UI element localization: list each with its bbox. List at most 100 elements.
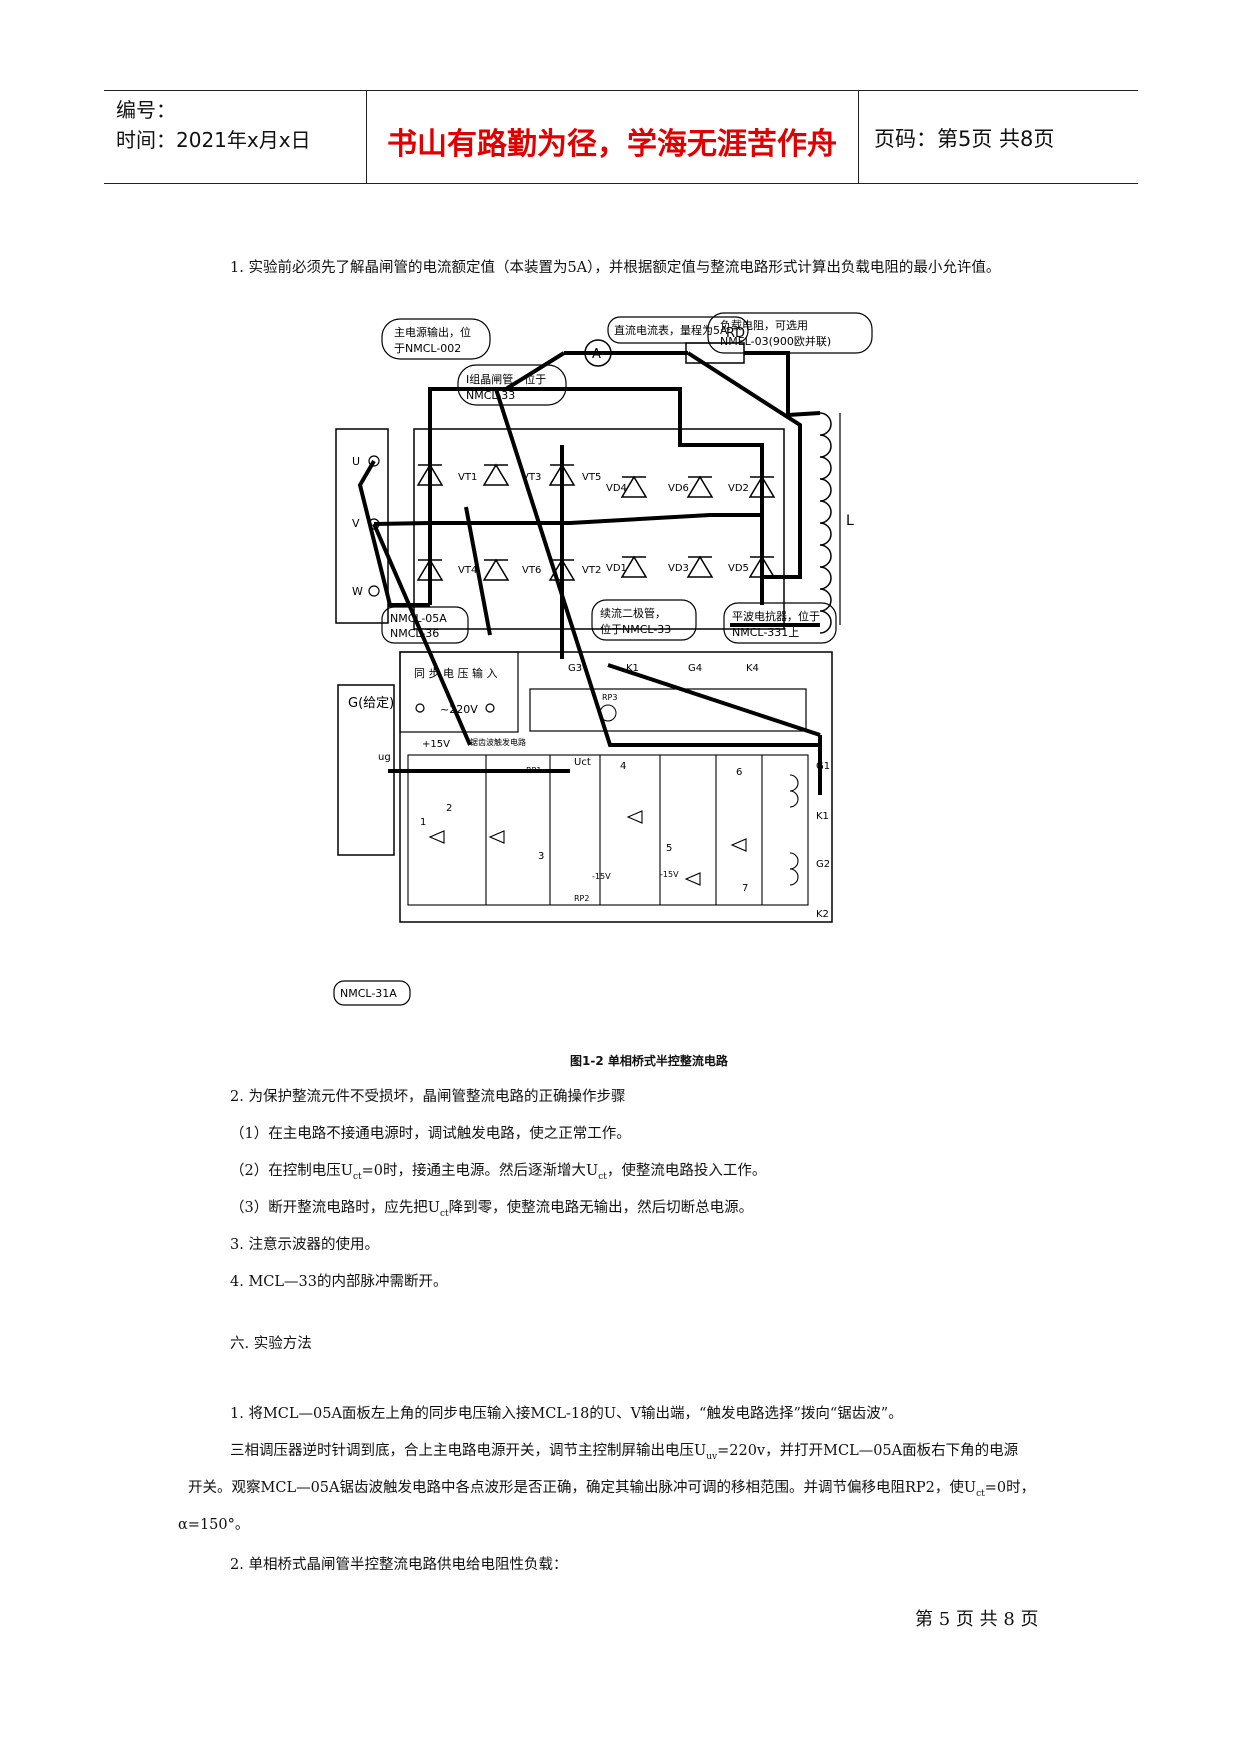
page-footer: 第 5 页 共 8 页	[915, 1609, 1039, 1630]
svg-text:K4: K4	[746, 663, 759, 674]
page-header: 编号： 时间：2021年x月x日 书山有路勤为径，学海无涯苦作舟 页码：第5页 …	[104, 90, 1138, 184]
header-motto: 书山有路勤为径，学海无涯苦作舟	[387, 127, 837, 162]
svg-text:NMEL-03(900欧并联): NMEL-03(900欧并联)	[720, 334, 831, 348]
svg-text:K2: K2	[816, 909, 829, 920]
paragraph-8: 1. 将MCL—05A面板左上角的同步电压输入接MCL-18的U、V输出端，“触…	[230, 1406, 903, 1422]
svg-text:U: U	[352, 455, 360, 468]
callout-given: NMCL-31A	[333, 980, 411, 1006]
callout-diode: 续流二极管， 位于NMCL-33	[591, 599, 697, 641]
svg-text:-15V: -15V	[660, 870, 679, 879]
svg-text:1: 1	[420, 817, 426, 828]
svg-text:L: L	[846, 513, 854, 529]
svg-text:VD5: VD5	[728, 563, 749, 574]
header-page-label: 页码：第5页 共8页	[874, 127, 1055, 151]
svg-text:2: 2	[446, 803, 452, 814]
svg-text:锯齿波触发电路: 锯齿波触发电路	[470, 737, 526, 747]
svg-text:G1: G1	[816, 761, 830, 772]
svg-text:VD6: VD6	[668, 483, 689, 494]
svg-text:于NMCL-002: 于NMCL-002	[394, 342, 461, 355]
callout-load: 负载电阻，可选用 NMEL-03(900欧并联)	[707, 312, 873, 354]
svg-text:K1: K1	[816, 811, 829, 822]
callout-ammeter: 直流电流表，量程为5A	[607, 316, 749, 344]
svg-text:5: 5	[666, 843, 672, 854]
svg-text:-15V: -15V	[592, 872, 611, 881]
svg-text:3: 3	[538, 851, 544, 862]
svg-text:RP1: RP1	[526, 766, 541, 775]
svg-text:V: V	[352, 517, 360, 530]
paragraph-6: 3. 注意示波器的使用。	[230, 1237, 379, 1253]
svg-text:NMCL-05A: NMCL-05A	[390, 612, 447, 625]
svg-text:负载电阻，可选用: 负载电阻，可选用	[720, 318, 808, 332]
svg-text:6: 6	[736, 767, 742, 778]
paragraph-9: 三相调压器逆时针调到底，合上主电路电源开关，调节主控制屏输出电压Uuv=220v…	[230, 1443, 1019, 1462]
svg-text:I组晶闸管，位于: I组晶闸管，位于	[466, 372, 546, 386]
paragraph-11: α=150°。	[178, 1517, 250, 1533]
paragraph-7: 4. MCL—33的内部脉冲需断开。	[230, 1274, 448, 1290]
svg-text:VT4: VT4	[458, 565, 477, 576]
svg-text:K1: K1	[626, 663, 639, 674]
svg-text:~220V: ~220V	[440, 703, 478, 716]
paragraph-4: （2）在控制电压Uct=0时，接通主电源。然后逐渐增大Uct，使整流电路投入工作…	[230, 1163, 767, 1182]
svg-text:W: W	[352, 585, 363, 598]
paragraph-5: （3）断开整流电路时，应先把Uct降到零，使整流电路无输出，然后切断总电源。	[230, 1200, 754, 1219]
figure-caption: 图1-2 单相桥式半控整流电路	[570, 1054, 728, 1068]
callout-power: 主电源输出，位 于NMCL-002	[381, 318, 491, 360]
svg-text:VT1: VT1	[458, 472, 477, 483]
gk-top-labels: G3 K1 G4 K4	[568, 663, 759, 674]
given-box	[337, 684, 395, 856]
svg-text:G(给定): G(给定)	[348, 696, 394, 711]
diodes	[620, 475, 776, 578]
svg-text:平波电抗器，位于: 平波电抗器，位于	[732, 609, 820, 623]
svg-text:VT2: VT2	[582, 565, 601, 576]
svg-text:VT6: VT6	[522, 565, 541, 576]
header-divider	[858, 91, 859, 183]
svg-text:VT5: VT5	[582, 472, 601, 483]
number-label: 编号：	[116, 98, 176, 122]
svg-text:NMCL-33: NMCL-33	[466, 389, 515, 402]
svg-text:VT3: VT3	[522, 472, 541, 483]
svg-text:G2: G2	[816, 859, 830, 870]
wiring	[357, 351, 822, 795]
paragraph-10: 开关。观察MCL—05A锯齿波触发电路中各点波形是否正确，确定其输出脉冲可调的移…	[188, 1480, 1036, 1499]
trigger-circuit	[407, 754, 809, 906]
svg-text:直流电流表，量程为5A: 直流电流表，量程为5A	[614, 323, 728, 337]
svg-text:G4: G4	[688, 663, 702, 674]
svg-text:G3: G3	[568, 663, 582, 674]
svg-text:主电源输出，位: 主电源输出，位	[394, 325, 471, 339]
svg-text:VD2: VD2	[728, 483, 749, 494]
paragraph-2: 2. 为保护整流元件不受损坏，晶闸管整流电路的正确操作步骤	[230, 1089, 626, 1105]
svg-text:7: 7	[742, 883, 748, 894]
svg-text:4: 4	[620, 761, 626, 772]
paragraph-1: 1. 实验前必须先了解晶闸管的电流额定值（本装置为5A），并根据额定值与整流电路…	[230, 260, 1001, 276]
header-divider	[366, 91, 367, 183]
gk-right-labels: G1 K1 G2 K2	[816, 761, 830, 920]
svg-text:RP3: RP3	[602, 693, 617, 702]
paragraph-3: （1）在主电路不接通电源时，调试触发电路，使之正常工作。	[230, 1126, 631, 1142]
power-box	[335, 428, 389, 624]
header-left: 编号： 时间：2021年x月x日	[116, 95, 311, 155]
svg-text:VD3: VD3	[668, 563, 689, 574]
svg-text:RD: RD	[726, 326, 745, 341]
svg-text:NMCL-36: NMCL-36	[390, 627, 439, 640]
sync-input-box	[399, 651, 519, 733]
svg-text:RP2: RP2	[574, 894, 589, 903]
trigger-labels: +15V 锯齿波触发电路 RP1 Uct RP2 -15V -15V 1 2 3…	[420, 737, 748, 903]
svg-text:NMCL-331上: NMCL-331上	[732, 626, 799, 639]
device-labels: VT1 VT3 VT5 VT4 VT6 VT2 VD4 VD6 VD2 VD1 …	[458, 472, 749, 576]
svg-text:续流二极管，: 续流二极管，	[600, 606, 666, 620]
svg-text:Uct: Uct	[574, 757, 591, 768]
circuit-figure: 主电源输出，位 于NMCL-002 I组晶闸管，位于 NMCL-33 直流电流表…	[333, 312, 873, 1006]
svg-text:NMCL-31A: NMCL-31A	[340, 987, 397, 1000]
section-heading: 六. 实验方法	[230, 1336, 312, 1352]
trigger-panel	[399, 651, 833, 923]
svg-text:+15V: +15V	[422, 739, 450, 750]
svg-text:同 步 电 压 输 入: 同 步 电 压 输 入	[414, 666, 497, 680]
svg-text:VD1: VD1	[606, 563, 627, 574]
rp3-box	[529, 688, 807, 732]
svg-text:ug: ug	[378, 752, 391, 763]
svg-text:VD4: VD4	[606, 483, 627, 494]
inductor	[819, 412, 832, 634]
time-label: 时间：2021年x月x日	[116, 128, 311, 152]
bridge-box	[413, 428, 785, 630]
paragraph-12: 2. 单相桥式晶闸管半控整流电路供电给电阻性负载：	[230, 1557, 568, 1573]
